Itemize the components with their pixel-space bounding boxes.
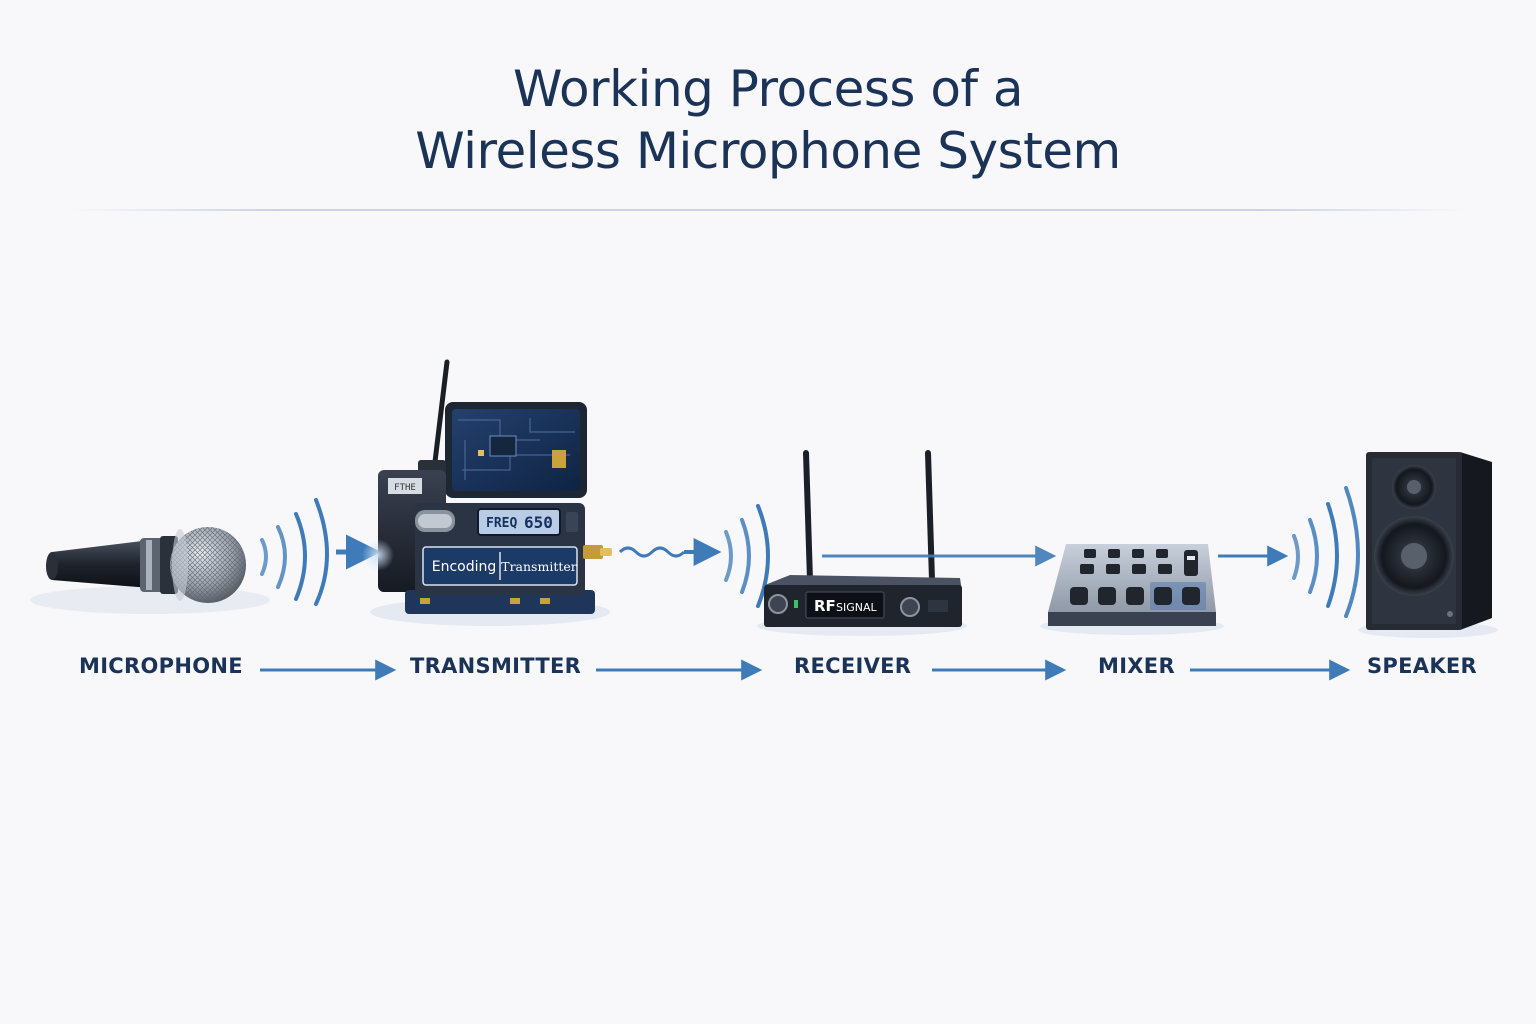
radio-waves-receiver bbox=[724, 504, 770, 608]
freq-value: 650 bbox=[524, 513, 553, 532]
transmitter-illustration: FTHE FREQ 650 Encoding Transmitter bbox=[362, 359, 612, 626]
microphone-illustration bbox=[30, 527, 270, 614]
stage-label-microphone: MICROPHONE bbox=[79, 654, 243, 678]
stage-label-speaker: SPEAKER bbox=[1367, 654, 1478, 678]
receiver-display-rf: RF bbox=[814, 597, 836, 615]
encoding-label: Encoding bbox=[432, 559, 497, 575]
speaker-illustration bbox=[1358, 452, 1498, 638]
stage-label-mixer: MIXER bbox=[1098, 654, 1175, 678]
radio-waves-speaker bbox=[1292, 486, 1360, 618]
receiver-illustration: RF SIGNAL bbox=[757, 450, 967, 636]
stage-label-receiver: RECEIVER bbox=[794, 654, 912, 678]
freq-label: FREQ bbox=[486, 516, 517, 531]
page-title: Working Process of a Wireless Microphone… bbox=[0, 58, 1536, 182]
title-divider bbox=[70, 209, 1466, 211]
radio-waves-microphone bbox=[260, 498, 329, 606]
receiver-display-signal: SIGNAL bbox=[836, 601, 878, 614]
transmitter-panel-label: Transmitter bbox=[501, 559, 577, 574]
mixer-illustration bbox=[1040, 544, 1224, 635]
belt-pack-label: FTHE bbox=[394, 483, 416, 493]
title-line-1: Working Process of a bbox=[512, 60, 1024, 118]
stage-label-transmitter: TRANSMITTER bbox=[410, 654, 582, 678]
title-line-2: Wireless Microphone System bbox=[415, 122, 1121, 180]
rf-squiggle bbox=[618, 546, 686, 558]
